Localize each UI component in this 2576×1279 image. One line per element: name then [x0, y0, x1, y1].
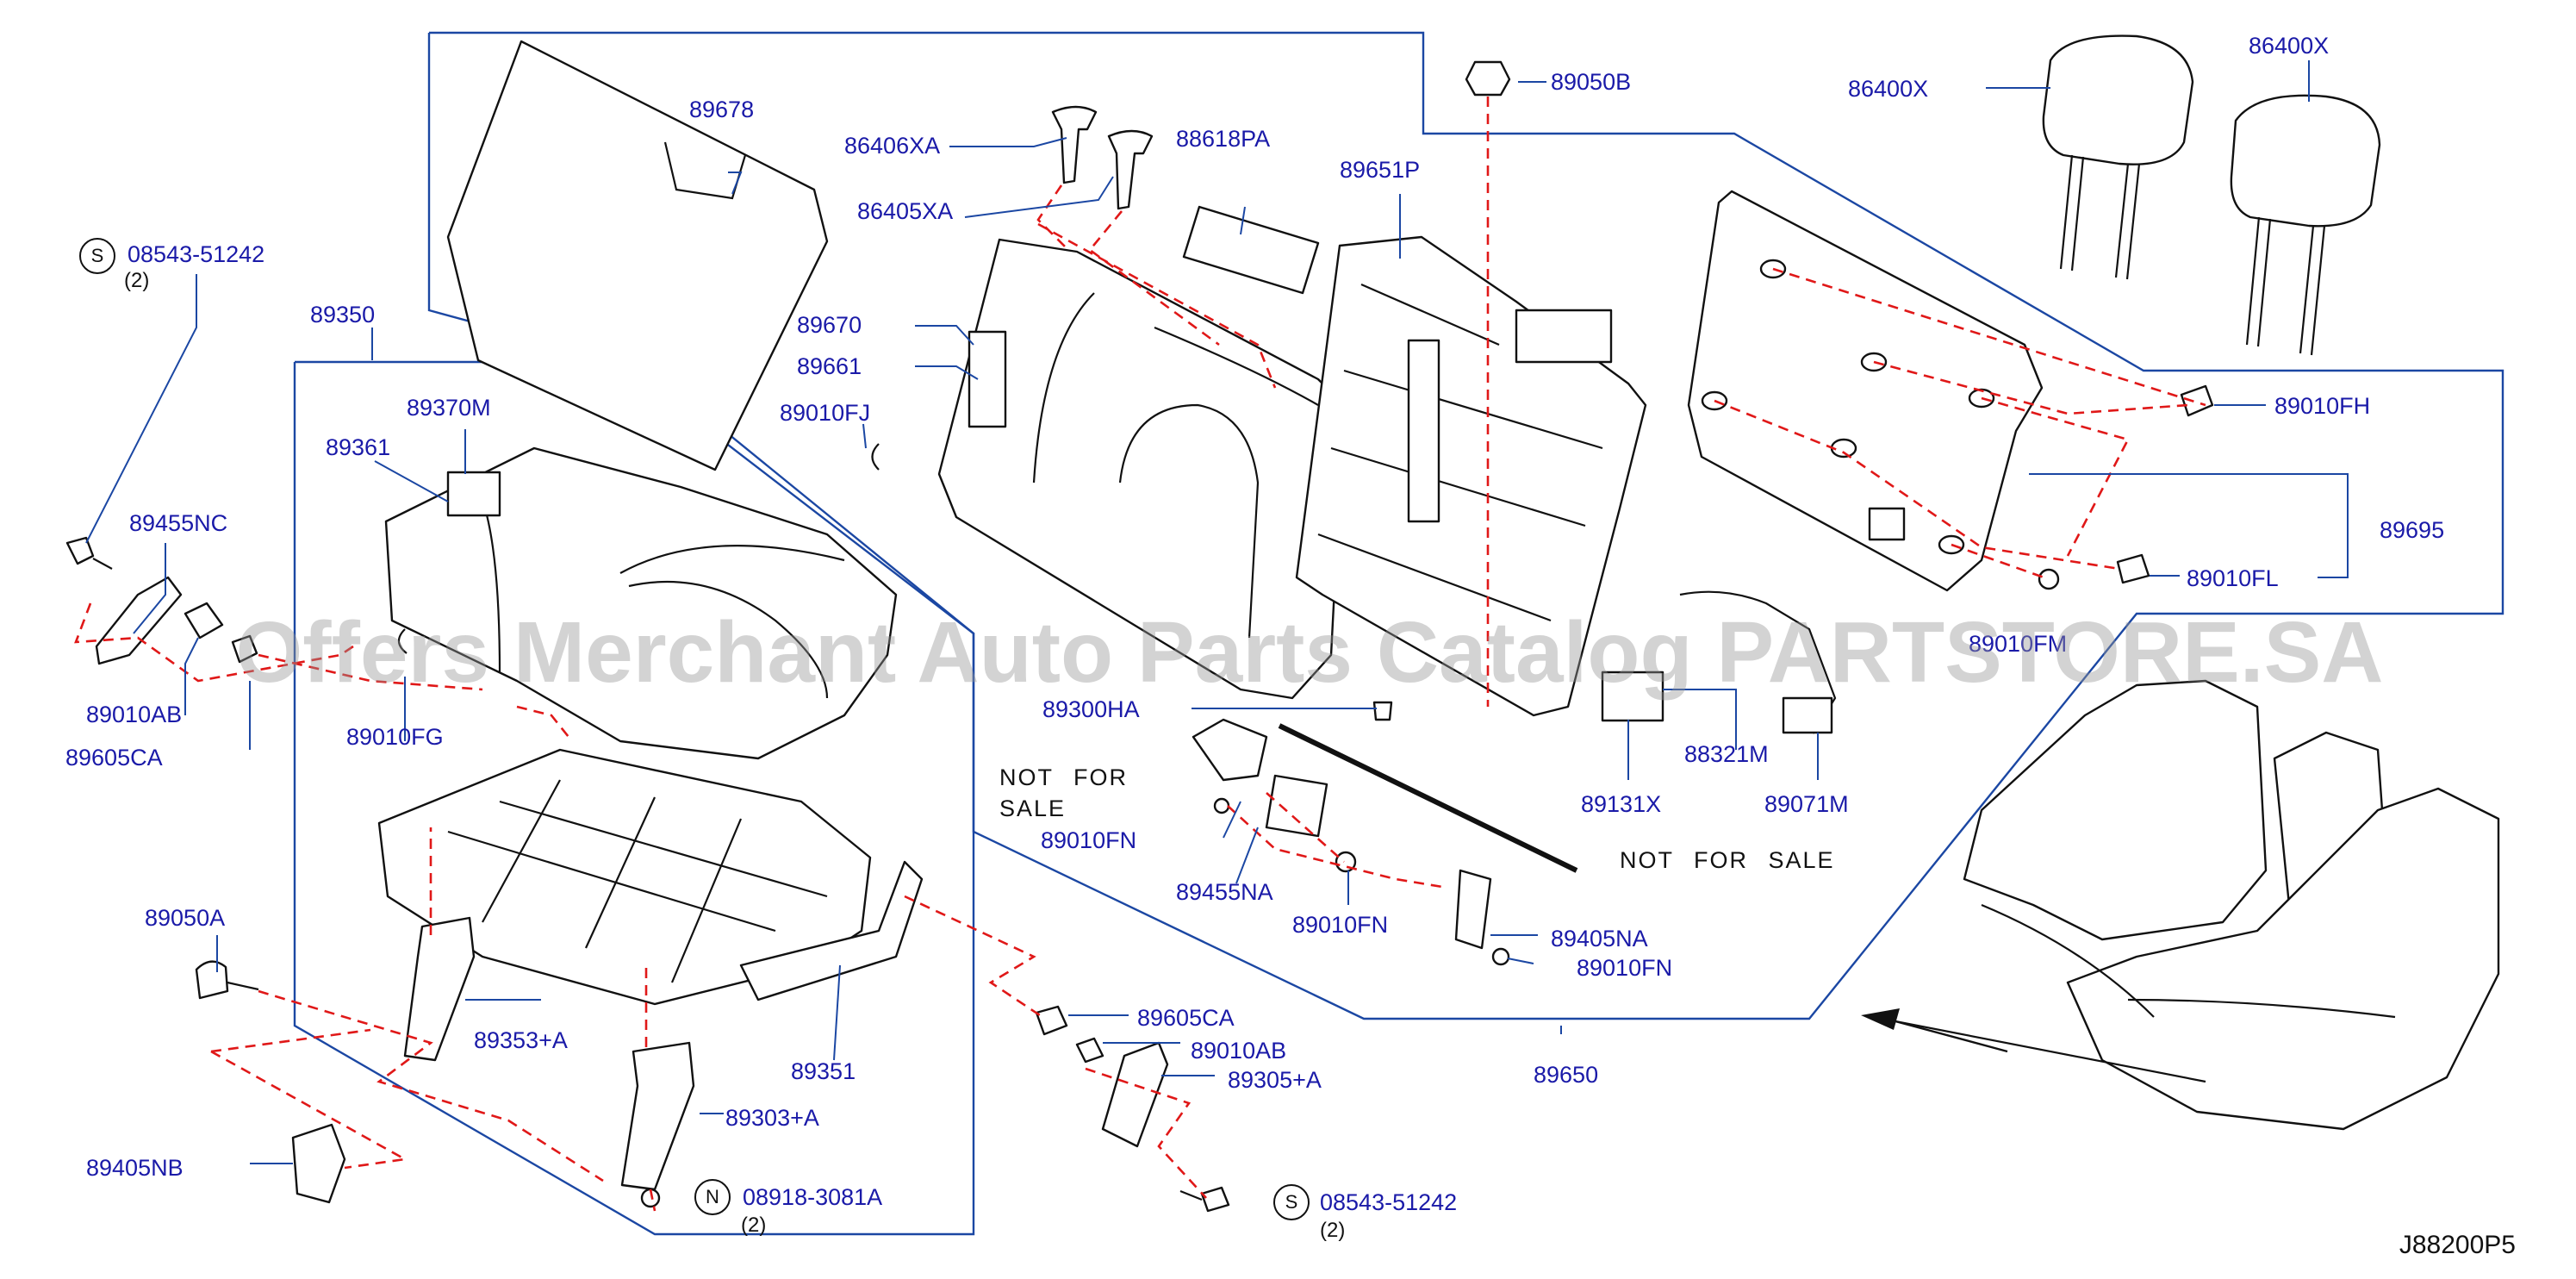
label-89010FN-b: 89010FN	[1292, 912, 1389, 938]
label-89650: 89650	[1534, 1062, 1599, 1088]
label-89605CA-mid: 89605CA	[1137, 1005, 1235, 1031]
assembly-lines	[74, 97, 2206, 1212]
label-89351: 89351	[791, 1058, 856, 1084]
label-89131X: 89131X	[1581, 791, 1662, 817]
label-88321M: 88321M	[1684, 741, 1769, 767]
group-outline-89650	[427, 31, 2504, 1020]
label-89010FM: 89010FM	[1969, 631, 2068, 657]
assembled-seat-artwork	[1895, 679, 2500, 1131]
qty-top: (2)	[124, 269, 150, 292]
seat-arrow-head	[1861, 1008, 1900, 1030]
label-89455NC: 89455NC	[129, 510, 228, 536]
label-89010FJ: 89010FJ	[780, 400, 871, 426]
label-86405XA: 86405XA	[857, 198, 954, 224]
label-89670: 89670	[797, 312, 862, 338]
seat-back-trim-artwork	[937, 238, 1346, 700]
label-89300HA: 89300HA	[1042, 696, 1140, 722]
label-89010FH: 89010FH	[2274, 393, 2371, 419]
label-89455NA: 89455NA	[1176, 879, 1273, 905]
label-08543-51242-bottom: 08543-51242	[1320, 1189, 1458, 1215]
label-89661: 89661	[797, 353, 862, 379]
label-89305A: 89305+A	[1228, 1067, 1322, 1093]
label-89010AB-mid: 89010AB	[1191, 1038, 1287, 1064]
label-89353A: 89353+A	[474, 1027, 568, 1053]
label-89651P: 89651P	[1340, 157, 1421, 183]
label-88618PA: 88618PA	[1176, 126, 1271, 152]
circled-n: N	[694, 1179, 731, 1215]
headrest-artwork	[2042, 34, 2381, 356]
label-89361: 89361	[326, 434, 391, 460]
cushion-frame-artwork	[377, 748, 924, 1006]
label-89678: 89678	[689, 97, 755, 122]
label-08918-3081A: 08918-3081A	[743, 1184, 883, 1210]
seat-back-frame-artwork	[1295, 235, 1647, 717]
label-89370M: 89370M	[407, 395, 491, 421]
label-86400X-right: 86400X	[2249, 33, 2330, 59]
label-89695: 89695	[2380, 517, 2445, 543]
note-not-for-sale-1: NOT FOR SALE	[999, 762, 1128, 824]
label-08543-51242-top: 08543-51242	[128, 241, 265, 267]
circled-s-bottom: S	[1273, 1184, 1310, 1220]
label-89071M: 89071M	[1764, 791, 1849, 817]
label-89010FL: 89010FL	[2187, 565, 2279, 591]
label-89010FN-a: 89010FN	[1041, 827, 1137, 853]
diagram-code: J88200P5	[2399, 1231, 2516, 1259]
back-panel-board-artwork	[1687, 190, 2044, 592]
label-86400X-left: 86400X	[1848, 76, 1929, 102]
label-89350: 89350	[310, 302, 376, 328]
note-not-for-sale-1-line2: SALE	[999, 795, 1067, 821]
circled-s-top: S	[79, 238, 115, 274]
label-89605CA-left: 89605CA	[65, 745, 163, 771]
cushion-pad-artwork	[384, 446, 898, 760]
label-89405NB: 89405NB	[86, 1155, 184, 1181]
seat-back-pad-artwork	[446, 40, 829, 471]
note-not-for-sale-2: NOT FOR SALE	[1620, 847, 1835, 873]
label-89050B: 89050B	[1551, 69, 1632, 95]
watermark: Offers Merchant Auto Parts Catalog PARTS…	[235, 604, 2384, 701]
qty-bottom: (2)	[1320, 1219, 1346, 1242]
leader-lines	[85, 60, 2349, 1164]
label-89010FG: 89010FG	[346, 724, 444, 750]
note-not-for-sale-1-line1: NOT FOR	[999, 764, 1128, 790]
label-89303A: 89303+A	[725, 1105, 819, 1131]
label-89010AB-left: 89010AB	[86, 702, 183, 727]
label-86406XA: 86406XA	[844, 133, 941, 159]
label-89010FN-c: 89010FN	[1577, 955, 1673, 981]
qty-n: (2)	[741, 1213, 767, 1237]
label-89405NA: 89405NA	[1551, 926, 1648, 951]
label-89050A: 89050A	[145, 905, 226, 931]
